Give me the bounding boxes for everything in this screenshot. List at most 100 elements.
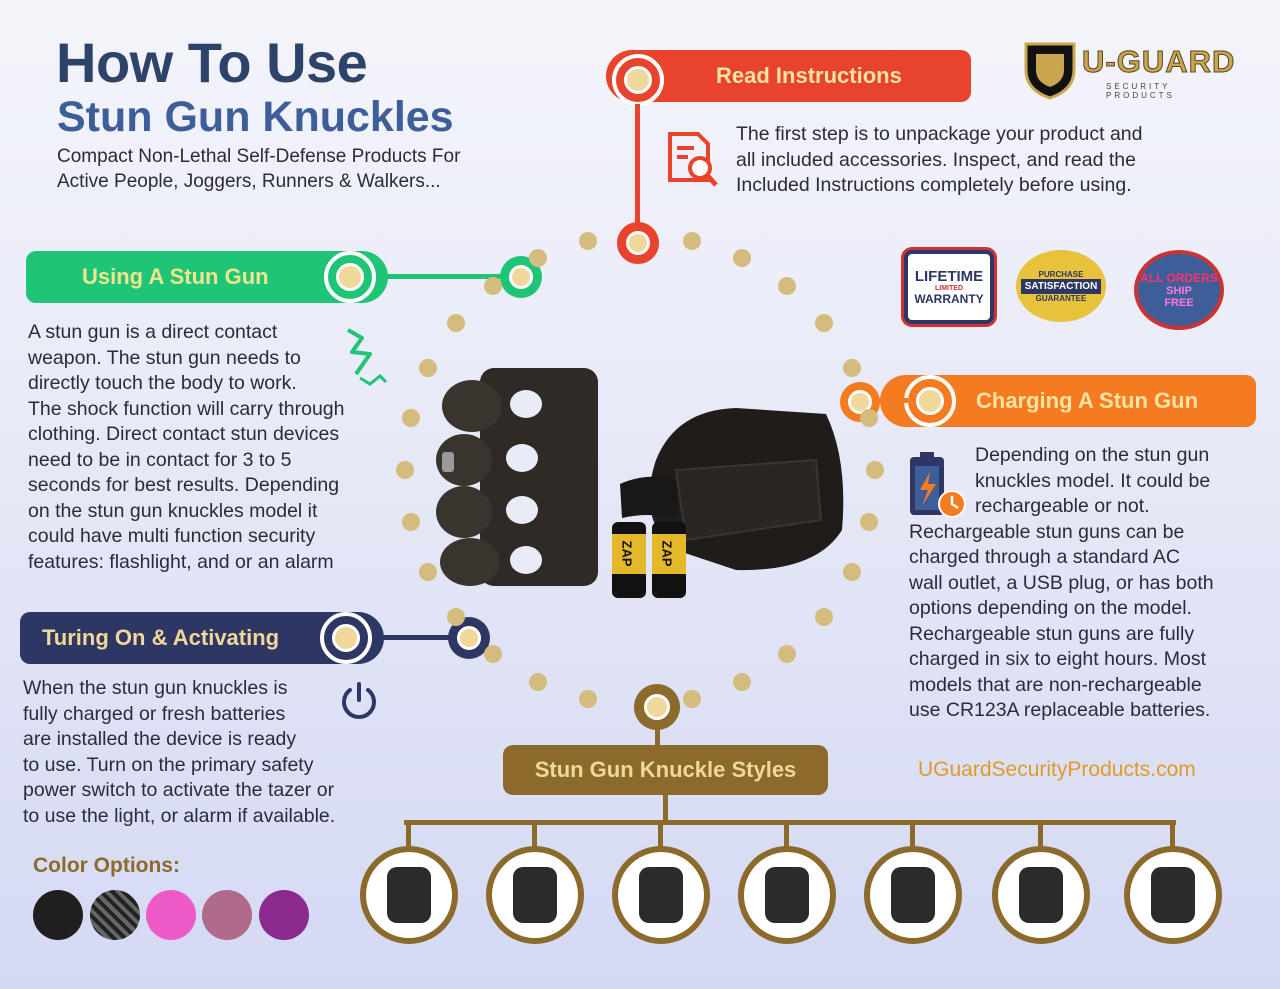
ring-dot	[578, 690, 597, 709]
text-line: weapon. The stun gun needs to	[28, 346, 301, 369]
battery-image: ZAP	[612, 522, 646, 598]
knuckle-style-thumbnail	[387, 867, 431, 923]
ring-dot	[732, 249, 751, 268]
using-stun-gun-text: A stun gun is a direct contact weapon. T…	[28, 320, 388, 575]
holster-image	[620, 408, 844, 571]
lightning-icon	[347, 328, 388, 386]
text-line: wall outlet, a USB plug, or has both	[909, 571, 1214, 594]
knuckle-style-option[interactable]	[360, 846, 458, 944]
color-swatch[interactable]	[33, 890, 83, 940]
styles-node-core	[644, 694, 670, 720]
read-instructions-node-core	[626, 231, 650, 255]
knuckle-styles-title: Stun Gun Knuckle Styles	[534, 757, 797, 782]
text-line: all included accessories. Inspect, and r…	[736, 148, 1136, 171]
text-line: Depending on the stun gun	[975, 444, 1210, 466]
styles-stem	[406, 822, 411, 850]
ring-dot	[814, 314, 833, 333]
text-line: to use the light, or alarm if available.	[23, 804, 336, 827]
styles-stem	[784, 822, 789, 850]
knuckle-stun-gun-image	[436, 368, 598, 586]
text-line: use CR123A replaceable batteries.	[909, 699, 1211, 721]
read-instructions-title: Read Instructions	[716, 63, 902, 88]
turning-on-connector	[376, 635, 452, 640]
charging-title: Charging A Stun Gun	[976, 388, 1199, 413]
styles-stem	[1170, 822, 1175, 850]
ring-dot	[396, 461, 414, 479]
styles-bracket-bar	[404, 820, 1176, 825]
color-swatch[interactable]	[259, 890, 309, 940]
ring-dot	[777, 644, 796, 663]
text-line: features: flashlight, and or an alarm	[28, 550, 334, 573]
text-line: need to be in contact for 3 to 5	[28, 448, 292, 471]
document-search-icon	[668, 132, 718, 187]
color-swatch[interactable]	[90, 890, 140, 940]
read-instructions-banner: Read Instructions	[606, 50, 971, 102]
lifetime-warranty-badge: LIFETIME LIMITED WARRANTY	[904, 250, 994, 324]
satisfaction-guarantee-badge: PURCHASE SATISFACTION GUARANTEE	[1016, 250, 1106, 322]
text-line: clothing. Direct contact stun devices	[28, 423, 340, 445]
text-line: When the stun gun knuckles is	[23, 677, 288, 699]
ring-dot	[842, 562, 861, 581]
knuckle-style-option[interactable]	[992, 846, 1090, 944]
knuckle-style-thumbnail	[513, 867, 557, 923]
using-stun-gun-node-core	[509, 265, 533, 289]
battery-charge-icon	[910, 452, 966, 518]
knuckle-style-option[interactable]	[1124, 846, 1222, 944]
styles-connector	[663, 795, 668, 823]
tagline-line-2: Active People, Joggers, Runners & Walker…	[57, 171, 441, 192]
knuckle-style-thumbnail	[1151, 867, 1195, 923]
battery-image: ZAP	[652, 522, 686, 598]
ring-dot	[866, 461, 884, 479]
knuckle-style-option[interactable]	[612, 846, 710, 944]
brand-logo: U-GUARD SECURITY PRODUCTS	[1022, 40, 1242, 100]
knuckle-style-thumbnail	[639, 867, 683, 923]
knuckle-style-thumbnail	[765, 867, 809, 923]
ring-dot	[860, 513, 879, 532]
read-instructions-ring-core	[624, 66, 652, 94]
turning-on-text: When the stun gun knuckles is fully char…	[23, 676, 385, 829]
ring-dot	[447, 607, 466, 626]
ring-dot	[578, 231, 597, 250]
text-line: fully charged or fresh batteries	[23, 702, 286, 725]
charging-text: Depending on the stun gun knuckles model…	[909, 443, 1249, 724]
knuckle-style-option[interactable]	[738, 846, 836, 944]
text-line: charged through a standard AC	[909, 546, 1181, 568]
ring-dot	[683, 690, 702, 709]
knuckle-style-option[interactable]	[486, 846, 584, 944]
battery-brand: ZAP	[659, 540, 675, 567]
using-stun-gun-title: Using A Stun Gun	[82, 264, 269, 289]
text-line: rechargeable or not.	[975, 495, 1150, 517]
text-line: power switch to activate the tazer or	[23, 779, 335, 801]
brand-name: U-GUARD	[1081, 44, 1236, 80]
text-line: models that are non-rechargeable	[909, 673, 1202, 696]
ring-dot	[860, 408, 879, 427]
read-instructions-connector	[635, 104, 640, 224]
using-stun-gun-ring-core	[336, 263, 364, 291]
turning-on-ring-core	[332, 624, 360, 652]
text-line: A stun gun is a direct contact	[28, 321, 278, 343]
styles-stem	[658, 822, 663, 850]
text-line: The shock function will carry through	[28, 397, 345, 420]
text-line: Rechargeable stun guns can be	[909, 520, 1185, 543]
knuckle-style-thumbnail	[1019, 867, 1063, 923]
ring-dot	[447, 314, 466, 333]
color-swatch[interactable]	[202, 890, 252, 940]
text-line: Rechargeable stun guns are fully	[909, 622, 1195, 645]
knuckle-style-option[interactable]	[864, 846, 962, 944]
website-url[interactable]: UGuardSecurityProducts.com	[918, 758, 1196, 781]
tagline-line-1: Compact Non-Lethal Self-Defense Products…	[57, 146, 461, 167]
charging-ring-core	[916, 387, 944, 415]
color-swatch[interactable]	[146, 890, 196, 940]
text-line: The first step is to unpackage your prod…	[736, 123, 1143, 145]
text-line: directly touch the body to work.	[28, 372, 297, 394]
page-title: How To Use	[56, 31, 368, 94]
ring-dot	[842, 359, 861, 378]
text-line: seconds for best results. Depending	[28, 474, 340, 496]
badge-text: SHIP	[1166, 285, 1192, 297]
using-stun-gun-connector	[380, 274, 505, 279]
ring-dot	[484, 644, 503, 663]
ring-dot	[814, 607, 833, 626]
badge-text: LIFETIME	[914, 268, 984, 285]
ring-dot	[777, 277, 796, 296]
ring-dot	[419, 359, 438, 378]
